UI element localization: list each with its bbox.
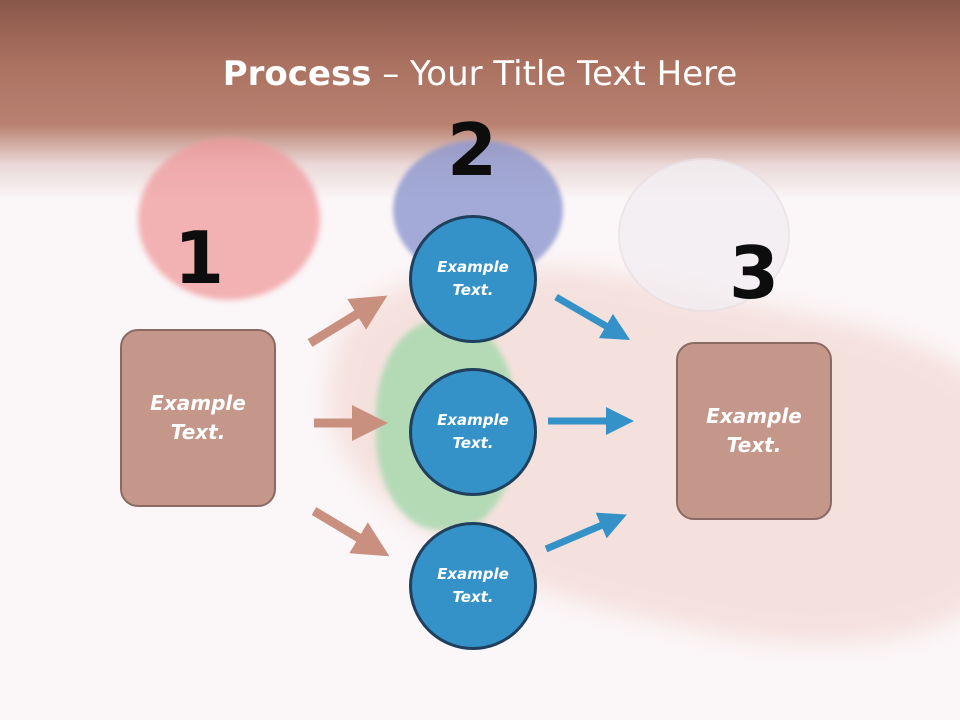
output-box-text: Example Text. <box>706 402 802 460</box>
input-box[interactable]: Example Text. <box>120 329 276 507</box>
process-circle-3[interactable]: Example Text. <box>409 522 537 650</box>
step-number-3: 3 <box>728 231 780 315</box>
circle-2-line1: Example <box>437 411 509 429</box>
input-box-text: Example Text. <box>150 389 246 447</box>
arrow-right-down <box>554 293 631 341</box>
input-box-line2: Text. <box>170 420 226 444</box>
process-circle-1-text: Example Text. <box>437 256 509 302</box>
circle-1-line1: Example <box>437 258 509 276</box>
circle-2-line2: Text. <box>452 434 494 452</box>
step-number-2: 2 <box>446 108 498 192</box>
background-white-clay <box>618 158 790 312</box>
process-circle-2-text: Example Text. <box>437 409 509 455</box>
output-box-line1: Example <box>706 404 802 428</box>
circle-3-line1: Example <box>437 565 509 583</box>
arrow-left-down <box>311 507 390 557</box>
background-red-clay <box>138 138 320 300</box>
slide-title[interactable]: Process – Your Title Text Here <box>0 52 960 96</box>
circle-1-line2: Text. <box>452 281 494 299</box>
input-box-line1: Example <box>150 391 246 415</box>
title-bold: Process <box>222 54 372 94</box>
arrow-right-up <box>544 512 627 553</box>
step-number-1: 1 <box>173 216 225 300</box>
circle-3-line2: Text. <box>452 588 494 606</box>
arrow-left-up <box>307 295 388 347</box>
process-circle-2[interactable]: Example Text. <box>409 368 537 496</box>
title-rest: – Your Title Text Here <box>371 54 738 94</box>
process-circle-3-text: Example Text. <box>437 563 509 609</box>
output-box[interactable]: Example Text. <box>676 342 832 520</box>
process-circle-1[interactable]: Example Text. <box>409 215 537 343</box>
output-box-line2: Text. <box>726 433 782 457</box>
